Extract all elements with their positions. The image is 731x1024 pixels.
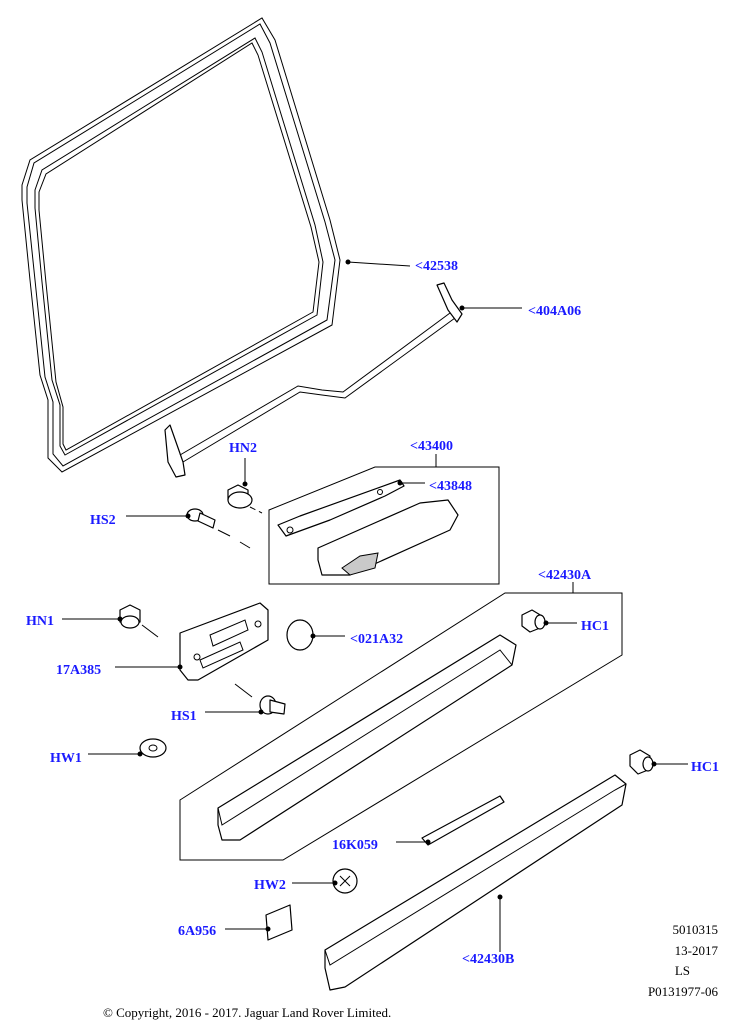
meta-line-3: LS: [675, 963, 690, 978]
label-hc1-upper[interactable]: HC1: [581, 619, 609, 634]
label-16k059[interactable]: 16K059: [332, 838, 378, 853]
bracket-17a385: [179, 602, 269, 681]
label-hn2[interactable]: HN2: [229, 441, 257, 456]
callout-hn2: [242, 458, 248, 487]
callout-hw2: [292, 880, 338, 886]
screw-hs2: [186, 508, 216, 529]
callout-42430b: [497, 894, 503, 952]
label-42430b[interactable]: <42430B: [462, 952, 514, 967]
nut-hn2: [227, 484, 253, 509]
label-42430a[interactable]: <42430A: [538, 568, 592, 583]
callout-42538: [345, 259, 411, 267]
copyright-text: © Copyright, 2016 - 2017. Jaguar Land Ro…: [103, 1005, 391, 1020]
meta-line-1: 5010315: [673, 922, 719, 937]
pad-6a956: [265, 904, 293, 941]
callout-43848: [397, 480, 425, 486]
callout-hs1: [205, 709, 264, 715]
label-hw1[interactable]: HW1: [50, 751, 82, 766]
label-hs2[interactable]: HS2: [90, 513, 116, 528]
label-404a06[interactable]: <404A06: [528, 304, 581, 319]
callout-16k059: [396, 839, 431, 845]
label-hc1-lower[interactable]: HC1: [691, 760, 719, 775]
washer-hw2: [332, 868, 358, 894]
clip-hc1-upper: [521, 609, 546, 633]
support-stay: [164, 282, 463, 478]
label-hn1[interactable]: HN1: [26, 614, 54, 629]
meta-line-4: P0131977-06: [648, 984, 719, 999]
cap-021a32: [286, 619, 314, 651]
clip-hc1-lower: [629, 749, 654, 775]
label-6a956[interactable]: 6A956: [178, 924, 216, 939]
trim-42430a: [179, 592, 623, 861]
kit-43400: [268, 466, 500, 585]
trim-42430b: [324, 774, 627, 991]
label-hs1[interactable]: HS1: [171, 709, 197, 724]
callout-6a956: [225, 926, 271, 932]
callout-17a385: [115, 664, 183, 670]
callout-021a32: [310, 633, 345, 639]
callout-hc1-lower: [651, 761, 688, 767]
screw-hs1: [259, 695, 286, 715]
callout-hs2: [126, 513, 191, 519]
label-hw2[interactable]: HW2: [254, 878, 286, 893]
strip-16k059: [421, 795, 505, 846]
meta-line-2: 13-2017: [675, 943, 719, 958]
label-42538[interactable]: <42538: [415, 259, 458, 274]
callout-hw1: [88, 751, 143, 757]
label-17a385[interactable]: 17A385: [56, 663, 101, 678]
label-43400[interactable]: <43400: [410, 439, 453, 454]
label-43848[interactable]: <43848: [429, 479, 472, 494]
tailgate-seal: [21, 17, 341, 473]
washer-hw1: [139, 738, 167, 758]
label-021a32[interactable]: <021A32: [350, 632, 403, 647]
callout-hn1: [62, 616, 123, 622]
nut-hn1: [119, 604, 141, 629]
callout-404a06: [459, 305, 522, 311]
callout-hc1-upper: [543, 620, 577, 626]
